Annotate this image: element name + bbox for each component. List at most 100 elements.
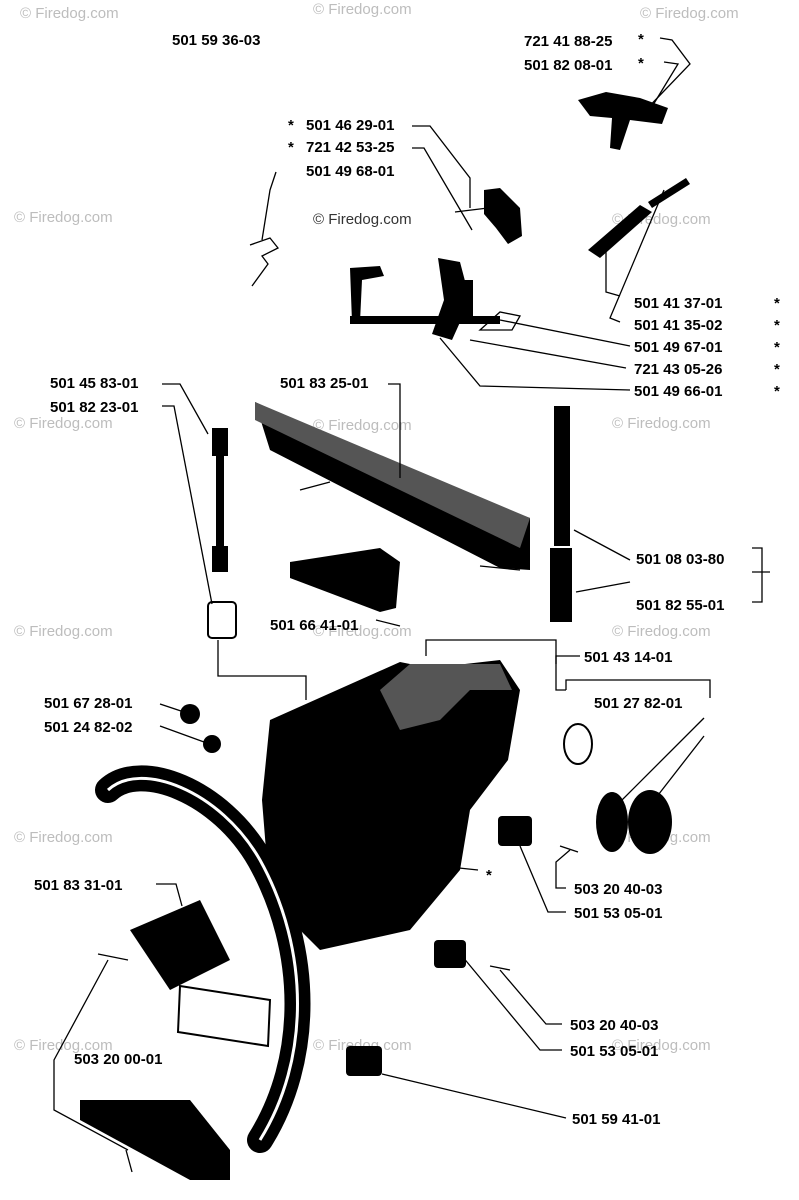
leader-line: [375, 619, 401, 627]
asterisk-label: *: [774, 383, 780, 400]
screw-right-part: [559, 845, 579, 853]
leader-line: [461, 955, 562, 1051]
fuel-filter-part: [550, 548, 572, 622]
front-handle-highlight-part: [106, 776, 299, 1141]
leader-line: [412, 147, 473, 231]
leader-line: [499, 319, 631, 347]
asterisk-label: *: [774, 295, 780, 312]
watermark: © Firedog.com: [14, 1037, 113, 1054]
part-number-label: 501 83 25-01: [280, 375, 368, 392]
watermark-center: © Firedog.com: [313, 211, 412, 228]
bracket-line: [565, 679, 711, 698]
leader-line: [647, 735, 705, 809]
part-number-label: 501 27 82-01: [594, 695, 682, 712]
fuel-cap-seal-part: [596, 792, 628, 852]
watermark: © Firedog.com: [20, 5, 119, 22]
part-number-label: 721 42 53-25: [306, 139, 394, 156]
throttle-lock-part: [484, 188, 522, 244]
watermark: © Firedog.com: [640, 5, 739, 22]
part-number-label: 501 46 29-01: [306, 117, 394, 134]
leader-line: [639, 37, 691, 117]
handle-grip-part: [176, 984, 272, 1048]
clip-part: [478, 311, 522, 331]
watermark: © Firedog.com: [612, 623, 711, 640]
rod-joint-part: [212, 546, 228, 572]
leader-line: [53, 1082, 129, 1151]
leader-line: [156, 883, 183, 907]
leader-lines: [53, 37, 770, 1151]
part-number-label: 501 08 03-80: [636, 551, 724, 568]
cover-screw-part: [299, 481, 331, 491]
choke-lever-part: [350, 266, 384, 322]
leader-line: [605, 250, 621, 297]
leader-line: [159, 725, 205, 743]
watermark: © Firedog.com: [313, 417, 412, 434]
av-buffer-bottom-part: [346, 1046, 382, 1076]
part-number-label: 501 49 66-01: [634, 383, 722, 400]
part-number-label: 501 53 05-01: [574, 905, 662, 922]
part-number-label: 501 24 82-02: [44, 719, 132, 736]
leader-line: [469, 339, 627, 369]
watermark: © Firedog.com: [14, 829, 113, 846]
part-number-label: 501 59 41-01: [572, 1111, 660, 1128]
screw-bottom-part: [125, 1149, 133, 1173]
leader-line: [519, 845, 566, 913]
leader-line: [575, 581, 631, 593]
nut-part: [203, 735, 221, 753]
part-number-label: 721 41 88-25: [524, 33, 612, 50]
cover-screw-part: [479, 565, 521, 571]
cover-ridge-part: [255, 402, 530, 548]
watermark: © Firedog.com: [14, 209, 113, 226]
fuel-tube-part: [554, 406, 570, 546]
part-number-label: 501 82 08-01: [524, 57, 612, 74]
leader-line: [499, 969, 562, 1025]
leader-line: [613, 717, 705, 809]
asterisk-label: *: [486, 867, 492, 884]
av-buffer-part: [498, 816, 532, 846]
pin-part: [588, 205, 652, 258]
part-number-label: 501 49 68-01: [306, 163, 394, 180]
pin-small-part: [648, 178, 690, 208]
fuel-cap-part: [628, 790, 672, 854]
screw-left-part: [97, 953, 129, 961]
watermark: © Firedog.com: [14, 623, 113, 640]
leader-line: [159, 703, 185, 713]
part-number-label: 501 41 37-01: [634, 295, 722, 312]
part-number-label: 501 67 28-01: [44, 695, 132, 712]
screw-lower-part: [489, 965, 511, 971]
part-number-label: 501 82 23-01: [50, 399, 138, 416]
part-labels: 501 59 36-03 721 41 88-25 * 501 82 08-01…: [34, 31, 780, 1128]
leader-line: [261, 171, 277, 241]
throttle-trigger-part: [578, 92, 668, 150]
bracket-line: [752, 547, 770, 603]
watermark: © Firedog.com: [612, 1037, 711, 1054]
asterisk-label: *: [774, 339, 780, 356]
watermark: © Firedog.com: [313, 1, 412, 18]
leader-line: [162, 405, 213, 605]
part-number-label: 501 43 14-01: [584, 649, 672, 666]
part-number-label: 501 53 05-01: [570, 1043, 658, 1060]
choke-rod-part: [350, 316, 500, 324]
part-number-label: 501 49 67-01: [634, 339, 722, 356]
part-number-label: 501 45 83-01: [50, 375, 138, 392]
av-buffer-lower-part: [434, 940, 466, 968]
knob-part: [180, 704, 200, 724]
asterisk-label: *: [638, 55, 644, 72]
part-number-label: 503 20 40-03: [574, 881, 662, 898]
watermark: © Firedog.com: [14, 415, 113, 432]
leader-line: [555, 655, 580, 691]
leader-line: [388, 383, 401, 478]
leader-line: [573, 529, 631, 561]
choke-rod-left-part: [216, 456, 224, 546]
watermark: © Firedog.com: [313, 1037, 412, 1054]
asterisk-label: *: [774, 317, 780, 334]
damper-part: [290, 548, 400, 612]
cap-strap-ring-part: [563, 723, 593, 765]
asterisk-label: *: [288, 117, 294, 134]
part-number-label: 501 66 41-01: [270, 617, 358, 634]
asterisk-label: *: [638, 31, 644, 48]
leader-line: [609, 189, 665, 323]
part-number-label: 501 82 55-01: [636, 597, 724, 614]
leader-line: [439, 337, 631, 391]
asterisk-label: *: [288, 139, 294, 156]
